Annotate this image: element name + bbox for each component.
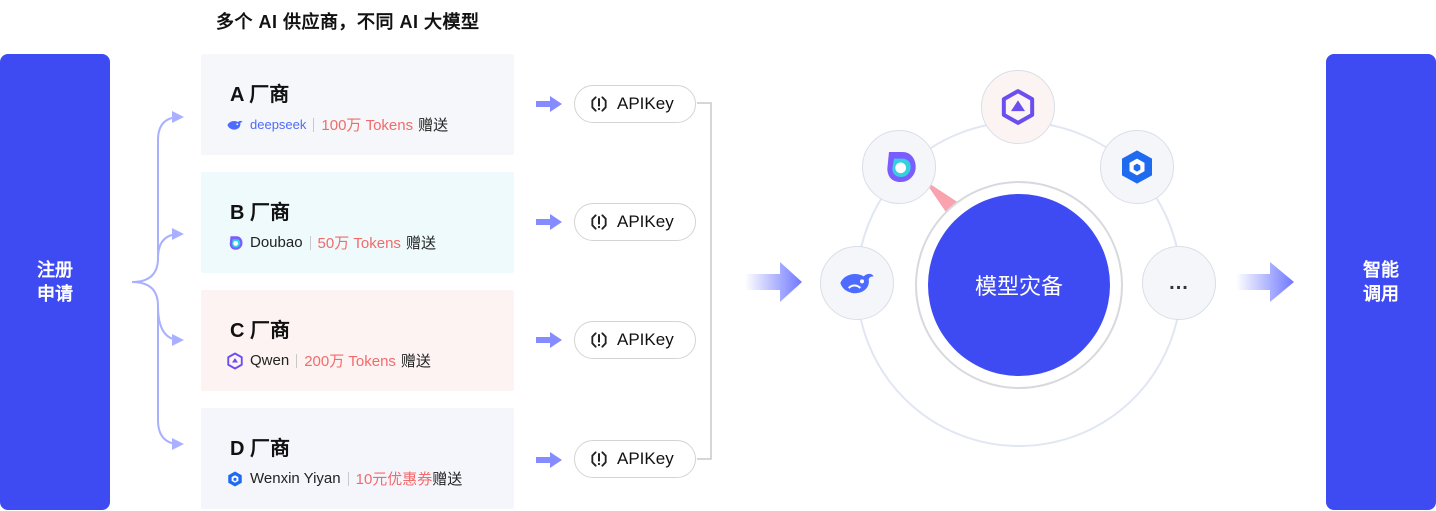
brace-arrowhead-c — [172, 334, 184, 346]
apikey-icon — [591, 96, 607, 112]
apikey-pill-b: APIKey — [574, 203, 696, 241]
vendor-gift-suffix: 赠送 — [400, 353, 431, 370]
vendor-meta: Wenxin Yiyan 10元优惠券 赠送 — [226, 468, 462, 489]
more-models-node: ... — [1142, 246, 1216, 320]
register-line2: 申请 — [37, 284, 73, 304]
apikey-pill-a: APIKey — [574, 85, 696, 123]
brace-arrowhead-d — [172, 438, 184, 450]
doubao-node — [862, 130, 936, 204]
vendor-name: C 厂商 — [230, 320, 290, 342]
apikey-label: APIKey — [617, 330, 674, 349]
model-disaster-recovery: 模型灾备 — [928, 194, 1110, 376]
register-apply-panel: 注册申请 — [0, 54, 110, 510]
doubao-icon — [887, 152, 916, 182]
wenxin-icon — [228, 471, 242, 486]
divider — [309, 235, 311, 250]
divider — [347, 471, 349, 486]
qwen-icon — [227, 352, 243, 369]
apikey-label: APIKey — [617, 449, 674, 468]
vendor-meta: Doubao 50万 Tokens 赠送 — [226, 232, 436, 253]
smart-call-line1: 智能 — [1363, 260, 1399, 280]
doubao-icon — [229, 235, 243, 250]
apikey-pill-d: APIKey — [574, 440, 696, 478]
apikey-icon — [591, 451, 607, 467]
apikey-label: APIKey — [617, 94, 674, 113]
more-icon: ... — [1169, 271, 1189, 294]
arrow-right-icon — [536, 332, 562, 348]
apikey-icon — [591, 214, 607, 230]
smart-call-line2: 调用 — [1363, 284, 1399, 304]
arrow-right-icon — [536, 214, 562, 230]
big-arrow-left — [745, 262, 802, 302]
qwen-node — [981, 70, 1055, 144]
arrow-right-icon — [536, 96, 562, 112]
qwen-icon — [1001, 89, 1035, 125]
vendor-meta: deepseek 100万 Tokens 赠送 — [226, 114, 448, 135]
vendor-gift-suffix: 赠送 — [405, 235, 436, 252]
apikey-bracket — [697, 102, 712, 460]
apikey-icon — [591, 332, 607, 348]
divider — [313, 117, 315, 132]
register-line1: 注册 — [37, 260, 73, 280]
brace-arrowhead-b — [172, 228, 184, 240]
brace-arrowhead-a — [172, 111, 184, 123]
vendor-brand: deepseek — [250, 117, 307, 132]
deepseek-node — [820, 246, 894, 320]
vendor-card-d: D 厂商 Wenxin Yiyan 10元优惠券 赠送 — [201, 408, 514, 509]
vendor-name: B 厂商 — [230, 202, 290, 224]
vendor-meta: Qwen 200万 Tokens 赠送 — [226, 350, 431, 371]
vendor-brand: Wenxin Yiyan — [250, 470, 341, 487]
smart-call-panel: 智能调用 — [1326, 54, 1436, 510]
vendor-card-b: B 厂商 Doubao 50万 Tokens 赠送 — [201, 172, 514, 273]
vendor-card-c: C 厂商 Qwen 200万 Tokens 赠送 — [201, 290, 514, 391]
vendor-card-a: A 厂商 deepseek 100万 Tokens 赠送 — [201, 54, 514, 155]
vendor-name: A 厂商 — [230, 84, 290, 106]
divider — [296, 353, 298, 368]
wenxin-icon — [1122, 150, 1152, 184]
arrow-right-icon — [536, 452, 562, 468]
deepseek-whale-icon — [227, 120, 243, 130]
vendor-brand: Qwen — [250, 352, 290, 369]
vendor-gift: 10元优惠券 — [355, 471, 433, 488]
wenxin-node — [1100, 130, 1174, 204]
apikey-label: APIKey — [617, 212, 674, 231]
big-arrow-right — [1236, 262, 1294, 302]
vendor-gift-suffix: 赠送 — [418, 117, 449, 134]
vendor-gift-suffix: 赠送 — [432, 471, 463, 488]
brace-connector — [131, 116, 181, 445]
diagram-title: 多个 AI 供应商，不同 AI 大模型 — [216, 12, 480, 32]
vendor-name: D 厂商 — [230, 438, 290, 460]
vendor-gift: 200万 Tokens — [304, 353, 396, 370]
vendor-gift: 50万 Tokens — [317, 235, 401, 252]
vendor-brand: Doubao — [250, 234, 303, 251]
deepseek-whale-icon — [840, 273, 874, 294]
vendor-gift: 100万 Tokens — [321, 117, 414, 134]
apikey-pill-c: APIKey — [574, 321, 696, 359]
